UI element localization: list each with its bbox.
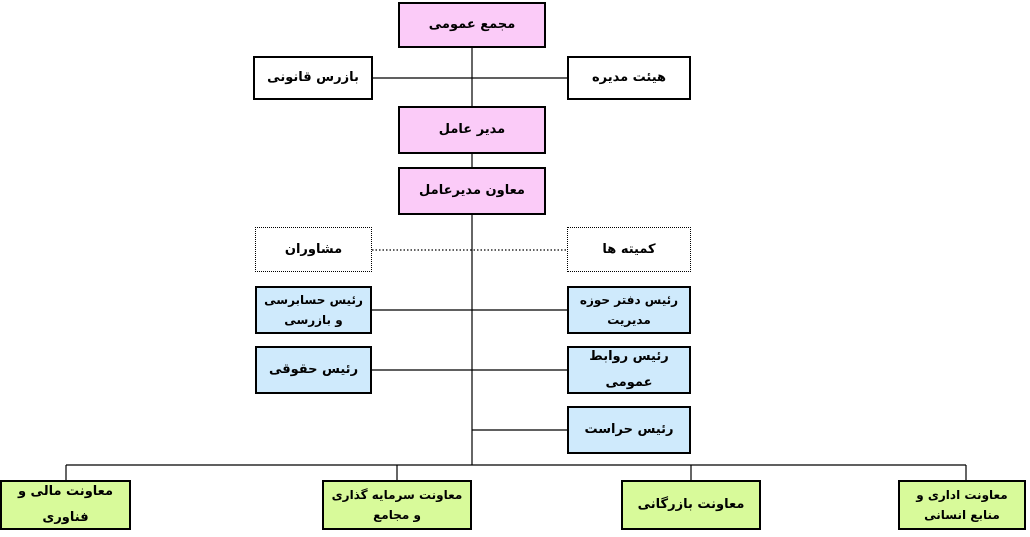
committees-box: کمیته ها [567, 227, 691, 272]
head-security-label: رئیس حراست [584, 422, 674, 437]
deputy-admin-hr-box: معاونت اداری و منابع انسانی [898, 480, 1026, 530]
deputy-commerce-box: معاونت بازرگانی [621, 480, 761, 530]
deputy-commerce-label: معاونت بازرگانی [637, 497, 745, 512]
deputy-ceo-label: معاون مدیرعامل [419, 183, 525, 198]
board-box: هیئت مدیره [567, 56, 691, 100]
head-legal-box: رئیس حقوقی [255, 346, 372, 394]
head-pr-label: رئیس روابط عمومی [589, 349, 669, 390]
committees-label: کمیته ها [602, 241, 656, 257]
general-assembly-box: مجمع عمومی [398, 2, 546, 48]
head-audit-label: رئیس حسابرسی و بازرسی [264, 293, 363, 327]
general-assembly-label: مجمع عمومی [428, 17, 516, 32]
auditor-label: بازرس قانونی [267, 70, 359, 85]
ceo-box: مدیر عامل [398, 106, 546, 154]
deputy-investment-box: معاونت سرمایه گذاری و مجامع [322, 480, 472, 530]
head-audit-box: رئیس حسابرسی و بازرسی [255, 286, 372, 334]
deputy-finance-tech-box: معاونت مالی و فناوری [0, 480, 131, 530]
ceo-label: مدیر عامل [438, 122, 506, 137]
deputy-admin-hr-label: معاونت اداری و منابع انسانی [916, 488, 1008, 522]
advisors-label: مشاوران [284, 241, 343, 257]
deputy-finance-tech-label: معاونت مالی و فناوری [17, 484, 114, 525]
auditor-box: بازرس قانونی [253, 56, 373, 100]
head-security-box: رئیس حراست [567, 406, 691, 454]
advisors-box: مشاوران [255, 227, 372, 272]
head-office-box: رئیس دفتر حوزه مدیریت [567, 286, 691, 334]
head-legal-label: رئیس حقوقی [268, 362, 359, 377]
head-office-label: رئیس دفتر حوزه مدیریت [579, 293, 679, 327]
head-pr-box: رئیس روابط عمومی [567, 346, 691, 394]
board-label: هیئت مدیره [591, 70, 667, 85]
deputy-ceo-box: معاون مدیرعامل [398, 167, 546, 215]
deputy-investment-label: معاونت سرمایه گذاری و مجامع [331, 488, 463, 522]
